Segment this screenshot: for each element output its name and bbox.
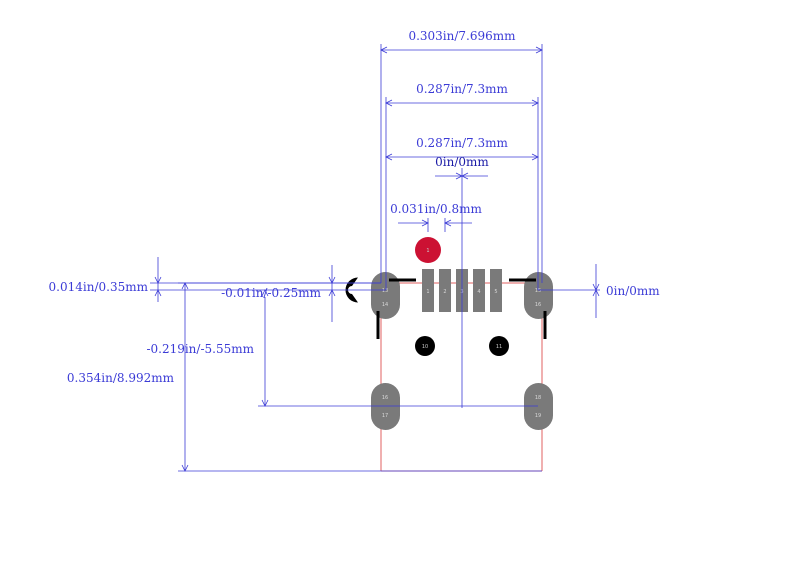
pad-label: 2 (443, 289, 446, 295)
hole-label: 11 (496, 344, 502, 350)
dim-mount-offset: -0.219in/-5.55mm (146, 342, 254, 356)
dimension-labels: 0.303in/7.696mm 0.287in/7.3mm 0.287in/7.… (49, 29, 661, 385)
pad-label: 16 (382, 395, 388, 401)
dim-pad-span-1: 0.287in/7.3mm (416, 82, 508, 96)
signal-pad-1 (422, 269, 434, 312)
locating-hole-left: 10 (415, 336, 435, 356)
mounting-pad-right-bottom: 18 19 (524, 383, 553, 430)
pad-label: 5 (494, 289, 497, 295)
pad-label: 19 (535, 413, 541, 419)
pin1-label: 1 (426, 248, 429, 254)
dim-center-offset: 0in/0mm (435, 155, 489, 169)
mounting-pad-left-bottom: 16 17 (371, 383, 400, 430)
pad-label: 16 (535, 302, 541, 308)
pad-label: 17 (382, 413, 388, 419)
dimension-lines (150, 44, 600, 472)
pad-label: 14 (382, 302, 388, 308)
pad-label: 13 (382, 288, 388, 294)
pin1-marker: 1 (415, 237, 441, 263)
dim-pin-pitch: 0.031in/0.8mm (390, 202, 482, 216)
dim-total-width: 0.303in/7.696mm (408, 29, 516, 43)
pad-label: 18 (535, 395, 541, 401)
pad-label: 1 (426, 289, 429, 295)
hole-label: 10 (422, 344, 428, 350)
dim-top-gap: 0.014in/0.35mm (49, 280, 149, 294)
pad-label: 15 (535, 288, 541, 294)
silkscreen (376, 278, 547, 339)
mounting-pad-left-top: 13 14 (371, 272, 400, 319)
signal-pad-4 (473, 269, 485, 312)
signal-pads: 1 2 3 4 5 (422, 269, 502, 312)
orientation-mark (345, 277, 358, 303)
dim-right-offset: 0in/0mm (606, 284, 660, 298)
mounting-pad-right-top: 15 16 (524, 272, 553, 319)
dim-pad-offset: -0.01in/-0.25mm (221, 286, 322, 300)
locating-hole-right: 11 (489, 336, 509, 356)
signal-pad-2 (439, 269, 451, 312)
signal-pad-5 (490, 269, 502, 312)
dim-total-height: 0.354in/8.992mm (67, 371, 175, 385)
dim-pad-span-2: 0.287in/7.3mm (416, 136, 508, 150)
pad-label: 4 (477, 289, 480, 295)
